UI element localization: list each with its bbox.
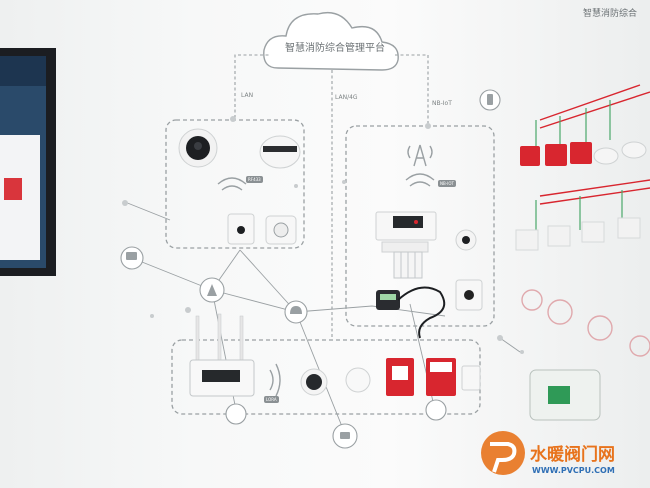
watermark-url: WWW.PVCPU.COM [532, 466, 615, 475]
watermark-logo [481, 431, 525, 475]
nbiot-link-label: NB-IoT [432, 100, 452, 107]
right-wiring-panel [515, 84, 650, 421]
lan-link-label: LAN [241, 92, 254, 99]
cloud-shape [263, 11, 399, 71]
nbiot-devices [375, 211, 483, 339]
lora-tag: LORA [264, 396, 279, 403]
wall-monitor [0, 48, 56, 276]
watermark-site-name: 水暖阀门网 [530, 445, 615, 465]
side-board-title: 智慧消防综合 [583, 9, 638, 19]
lan4g-link-label: LAN/4G [335, 94, 358, 101]
rf433-tag: RF433 [246, 176, 263, 183]
nbiot-tag: NB-IOT [438, 180, 456, 187]
lora-devices [189, 313, 481, 397]
rf433-devices [178, 128, 301, 245]
tower-icon [407, 144, 433, 167]
nbiot-group-box [345, 125, 495, 327]
platform-title: 智慧消防综合管理平台 [285, 43, 385, 54]
